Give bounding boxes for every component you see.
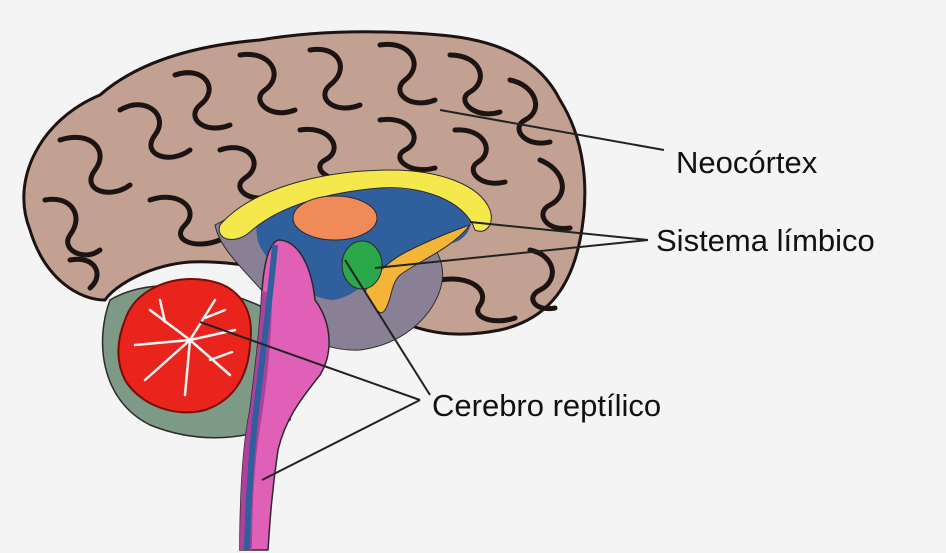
label-neocortex: Neocórtex xyxy=(676,147,817,178)
thalamus xyxy=(293,196,377,240)
label-limbic-system: Sistema límbico xyxy=(656,225,875,256)
label-reptilian-brain: Cerebro reptílico xyxy=(432,390,661,421)
